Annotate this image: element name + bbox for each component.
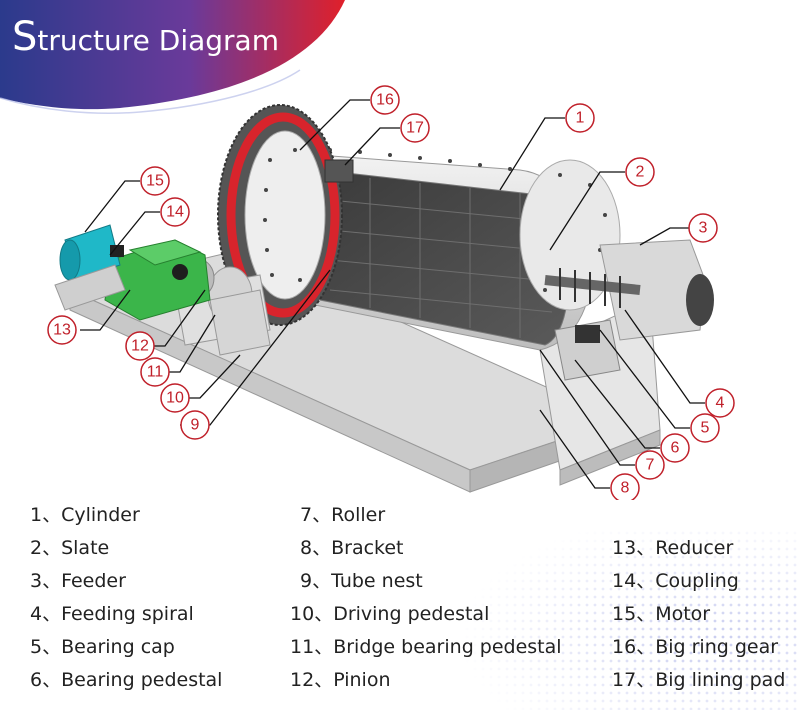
callout-11-label: 11 [147, 364, 164, 381]
legend-label: Tube nest [331, 570, 423, 592]
legend-num: 15、 [612, 603, 656, 625]
legend-item-13: 13、Reducer [612, 533, 733, 560]
callout-16: 16 [370, 85, 400, 115]
legend-num: 4、 [30, 603, 62, 625]
legend-label: Pinion [333, 669, 391, 691]
callout-7-label: 7 [646, 457, 655, 474]
legend-num: 6、 [30, 669, 62, 691]
legend-num: 7、 [300, 504, 332, 526]
legend-num: 9、 [300, 570, 332, 592]
legend-item-8: 8、Bracket [300, 533, 404, 560]
callout-12-label: 12 [131, 338, 149, 355]
callout-3: 3 [688, 213, 718, 243]
callout-4: 4 [705, 388, 735, 418]
legend-num: 17、 [612, 669, 656, 691]
reducer [104, 239, 211, 321]
legend-num: 12、 [290, 669, 334, 691]
legend-num: 10、 [290, 603, 334, 625]
legend-label: Coupling [655, 570, 739, 592]
legend-item-5: 5、Bearing cap [30, 632, 175, 659]
legend-item-16: 16、Big ring gear [612, 632, 778, 659]
leader-lines [80, 99, 705, 489]
callout-9-label: 9 [191, 417, 200, 434]
legend-item-6: 6、Bearing pedestal [30, 665, 222, 692]
legend-item-12: 12、Pinion [290, 665, 391, 692]
callout-16-label: 16 [376, 92, 394, 109]
callout-6: 6 [660, 433, 690, 463]
callout-17-label: 17 [406, 120, 424, 137]
callout-4-label: 4 [716, 395, 725, 412]
legend-item-17: 17、Big lining pad [612, 665, 785, 692]
legend-item-11: 11、Bridge bearing pedestal [290, 632, 562, 659]
ball-mill-illustration: 1 2 3 4 5 6 7 8 9 10 11 12 13 14 15 16 1… [47, 85, 735, 500]
legend-label: Bearing cap [61, 636, 175, 658]
legend-label: Reducer [655, 537, 734, 559]
legend-label: Slate [61, 537, 110, 559]
legend-label: Motor [655, 603, 711, 625]
title-initial: S [12, 14, 38, 60]
callout-8: 8 [610, 473, 640, 500]
legend-label: Bridge bearing pedestal [333, 636, 562, 658]
legend-num: 11、 [290, 636, 334, 658]
callout-11: 11 [140, 357, 170, 387]
callout-13: 13 [47, 315, 77, 345]
legend-num: 3、 [30, 570, 62, 592]
legend-num: 14、 [612, 570, 656, 592]
callout-5-label: 5 [701, 420, 710, 437]
legend-label: Cylinder [61, 504, 140, 526]
drive-assembly [174, 259, 271, 356]
callout-7: 7 [635, 450, 665, 480]
title-rest: tructure Diagram [37, 24, 279, 57]
callout-2: 2 [625, 157, 655, 187]
legend-label: Bearing pedestal [61, 669, 223, 691]
legend-item-9: 9、Tube nest [300, 566, 423, 593]
dot-pattern-decoration [440, 530, 800, 710]
legend-label: Roller [331, 504, 386, 526]
callout-12: 12 [125, 331, 155, 361]
callout-15-label: 15 [146, 173, 164, 190]
callout-3-label: 3 [699, 220, 708, 237]
legend-item-7: 7、Roller [300, 500, 385, 527]
motor [54, 224, 126, 311]
callout-9: 9 [180, 410, 210, 440]
legend-item-1: 1、Cylinder [30, 500, 140, 527]
callout-17: 17 [400, 113, 430, 143]
callout-2-label: 2 [636, 164, 645, 181]
legend-item-15: 15、Motor [612, 599, 710, 626]
title-banner [0, 0, 345, 114]
legend-num: 16、 [612, 636, 656, 658]
legend-label: Big lining pad [655, 669, 786, 691]
callout-5: 5 [690, 413, 720, 443]
legend-item-2: 2、Slate [30, 533, 109, 560]
legend-label: Big ring gear [655, 636, 779, 658]
legend-label: Feeder [61, 570, 126, 592]
callout-15: 15 [140, 166, 170, 196]
page-title: Structure Diagram [12, 14, 279, 60]
callout-13-label: 13 [53, 322, 71, 339]
legend-num: 8、 [300, 537, 332, 559]
legend-label: Bracket [331, 537, 404, 559]
callout-1-label: 1 [576, 110, 585, 127]
legend-item-4: 4、Feeding spiral [30, 599, 194, 626]
legend-item-10: 10、Driving pedestal [290, 599, 489, 626]
legend-label: Driving pedestal [333, 603, 490, 625]
callout-1: 1 [565, 103, 595, 133]
legend-item-14: 14、Coupling [612, 566, 739, 593]
legend-num: 2、 [30, 537, 62, 559]
callout-8-label: 8 [621, 480, 630, 497]
callout-14-label: 14 [166, 204, 184, 221]
callout-10: 10 [160, 383, 190, 413]
legend-num: 1、 [30, 504, 62, 526]
callout-6-label: 6 [671, 440, 680, 457]
legend-item-3: 3、Feeder [30, 566, 126, 593]
legend-num: 13、 [612, 537, 656, 559]
callout-14: 14 [160, 197, 190, 227]
big-ring-gear [217, 104, 354, 326]
legend-num: 5、 [30, 636, 62, 658]
feeder-end [519, 159, 714, 381]
callout-10-label: 10 [166, 390, 184, 407]
legend-label: Feeding spiral [61, 603, 194, 625]
